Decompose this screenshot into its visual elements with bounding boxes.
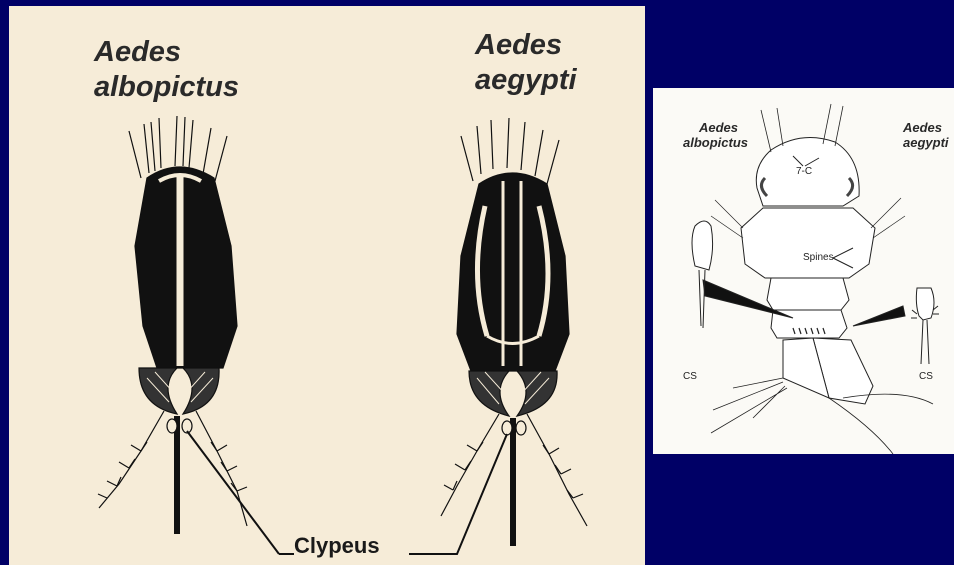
albopictus-eyes	[139, 368, 219, 414]
larva-abdomen	[767, 278, 849, 338]
albopictus-antenna-right	[196, 411, 247, 526]
albopictus-thorax	[98, 116, 279, 554]
albopictus-antenna-left	[99, 411, 164, 508]
larva-left-genus: Aedes	[699, 121, 738, 135]
adult-mosquito-drawings	[9, 6, 645, 565]
aegypti-eyes	[469, 371, 557, 416]
larva-comparison-panel: Aedes albopictus Aedes aegypti 7-C Spine…	[653, 88, 954, 454]
comb-scale-right-label: CS	[919, 371, 933, 382]
comb-scale-left	[692, 221, 713, 328]
clypeus-label: Clypeus	[294, 533, 380, 559]
pointer-right	[853, 306, 905, 326]
adult-thorax-panel: Aedes albopictus Aedes aegypti	[9, 6, 645, 565]
larva-right-genus: Aedes	[903, 121, 942, 135]
aegypti-clypeus-arrow	[409, 434, 507, 554]
spines-label: Spines	[803, 252, 834, 263]
larva-left-species: albopictus	[683, 136, 748, 150]
comb-scale-left-label: CS	[683, 371, 697, 382]
aegypti-thorax	[409, 118, 587, 554]
aegypti-scutum	[457, 173, 569, 371]
aegypti-antenna-right	[527, 414, 587, 526]
albopictus-scutum	[135, 167, 237, 368]
comb-scale-right	[916, 288, 934, 364]
albopictus-clypeus-arrow	[187, 431, 279, 554]
larva-right-species: aegypti	[903, 136, 949, 150]
seta-7c-label: 7-C	[796, 166, 812, 177]
larva-thorax	[741, 208, 875, 278]
aegypti-antenna-left	[441, 414, 499, 516]
